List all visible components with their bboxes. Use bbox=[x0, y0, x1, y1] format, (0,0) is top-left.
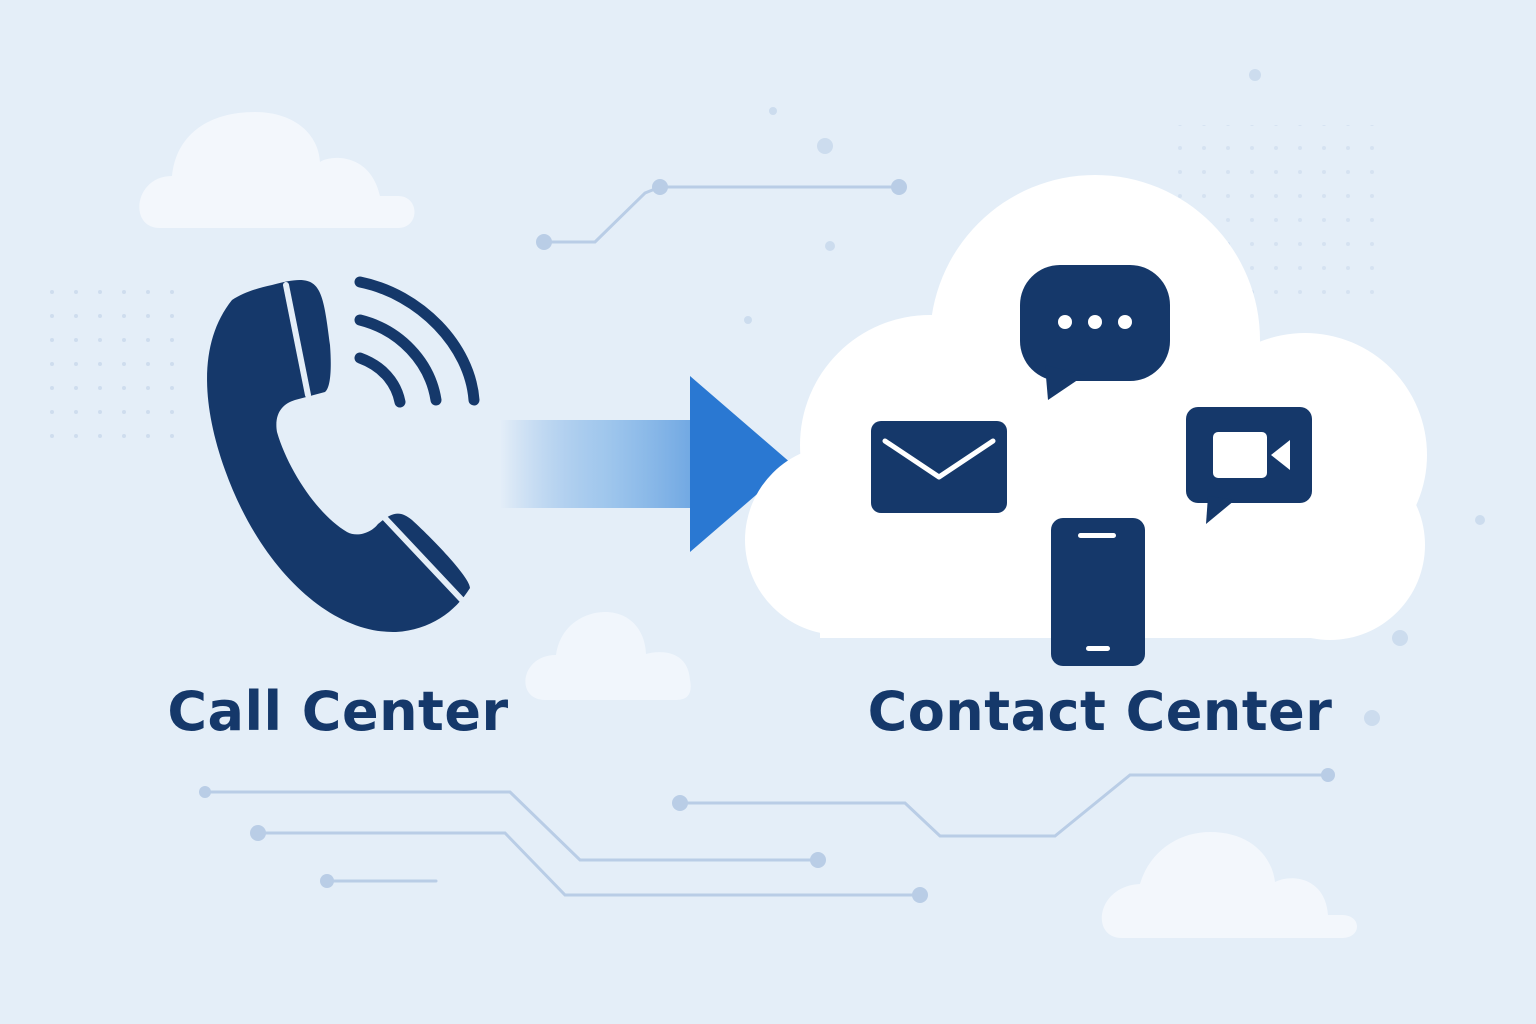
circuit-lines-top bbox=[542, 185, 900, 244]
video-call-icon bbox=[1186, 407, 1312, 524]
background-cloud-top-left bbox=[139, 112, 415, 228]
circuit-lines-bottom bbox=[203, 773, 1330, 897]
circuit-nodes-top bbox=[536, 179, 907, 250]
phone-handset-accent-lines bbox=[283, 282, 465, 603]
envelope-icon bbox=[871, 421, 1007, 513]
phone-handset-icon bbox=[207, 280, 471, 633]
arrow-right-icon bbox=[500, 376, 792, 552]
dot-grid-left bbox=[46, 270, 186, 440]
smartphone-icon bbox=[1051, 518, 1145, 666]
contact-center-label: Contact Center bbox=[867, 680, 1333, 743]
background-cloud-bottom-right bbox=[1101, 832, 1357, 938]
circuit-nodes-bottom bbox=[199, 768, 1335, 903]
background-cloud-middle bbox=[525, 612, 691, 700]
call-center-label: Call Center bbox=[167, 680, 509, 743]
chat-bubble-icon bbox=[1020, 265, 1170, 400]
sound-waves-icon bbox=[354, 276, 480, 408]
scattered-dots bbox=[744, 69, 1485, 726]
